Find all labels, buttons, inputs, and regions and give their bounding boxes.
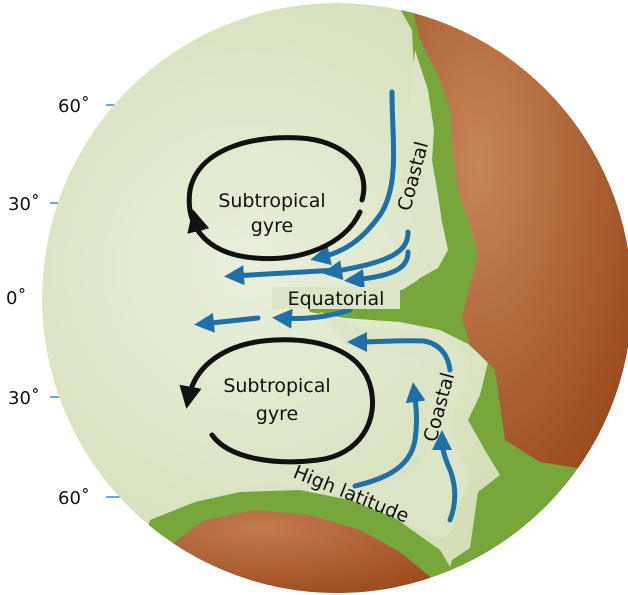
gyre-north-arrow (189, 135, 367, 262)
latitude-label-n30: 30˚ (8, 194, 40, 215)
currents-north (224, 89, 411, 289)
gyres (179, 135, 376, 465)
equatorial-label: Equatorial (288, 288, 385, 310)
latitude-label-eq: 0˚ (6, 288, 26, 309)
currents-south (194, 307, 458, 523)
latitude-labels: 60˚ 30˚ 0˚ 30˚ 60˚ (6, 96, 90, 509)
equatorial-label-bg (272, 287, 400, 309)
gyre-north-label-line2: gyre (251, 215, 293, 237)
equatorial-current-south-arrow (272, 307, 353, 329)
gyre-south-arrow (179, 337, 376, 465)
coastal-current-north-arrow (310, 89, 397, 266)
gyre-south-label-line2: gyre (256, 403, 298, 425)
return-current-south-arrow (347, 331, 453, 373)
latitude-label-s30: 30˚ (8, 388, 40, 409)
westward-current-arrow-1 (224, 265, 341, 286)
coastal-current-south-arrow-1 (352, 382, 426, 489)
return-current-arrow-1 (322, 229, 411, 281)
return-current-arrow-2 (344, 249, 411, 289)
coastal-water-north (358, 50, 448, 286)
gyre-south-label-line1: Subtropical (223, 375, 330, 397)
latitude-label-s60: 60˚ (58, 488, 90, 509)
coastal-water-south (210, 312, 470, 540)
coastal-current-south-arrow-2 (432, 430, 458, 523)
westward-current-arrow-2 (194, 312, 261, 333)
gyre-north-label-line1: Subtropical (218, 190, 325, 212)
latitude-label-n60: 60˚ (58, 96, 90, 117)
